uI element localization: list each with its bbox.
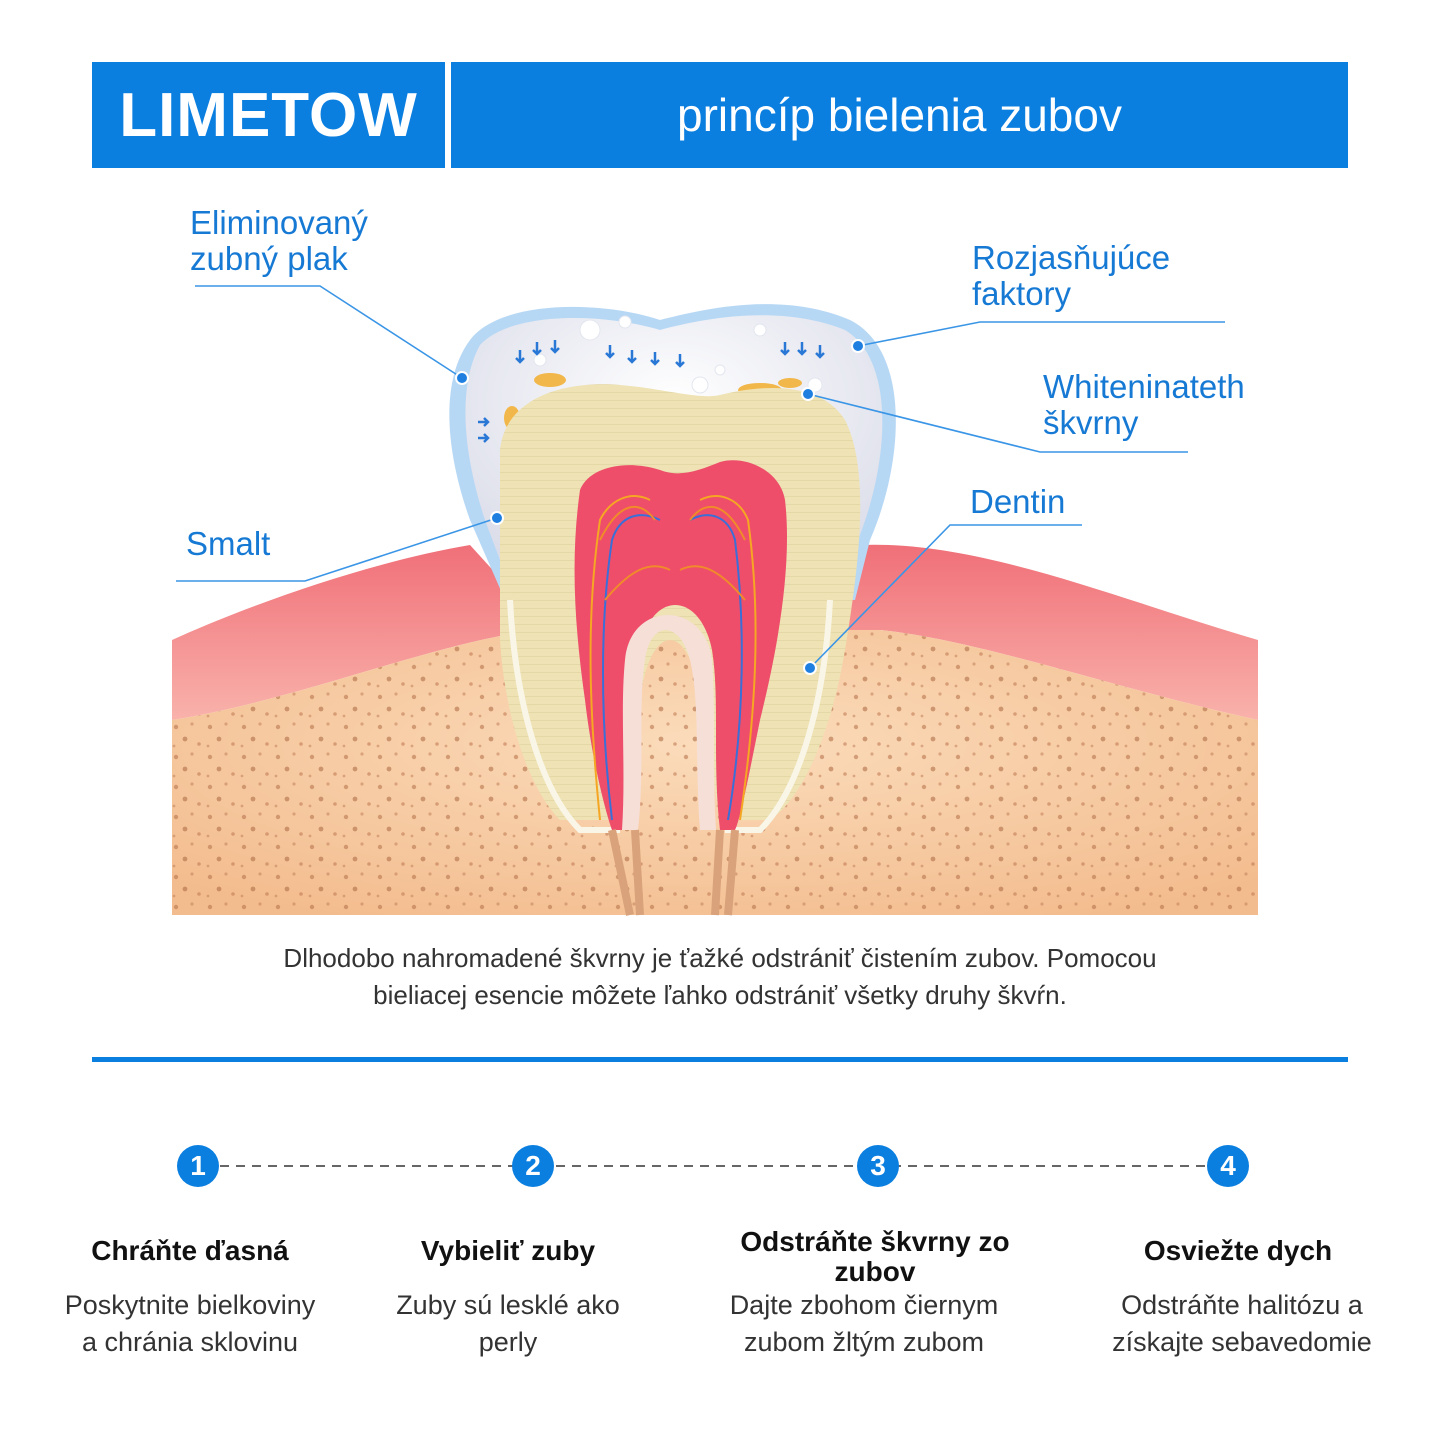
step-4-title: Osviežte dych xyxy=(1143,1235,1333,1266)
header-banner: LIMETOW princíp bielenia zubov xyxy=(92,62,1348,168)
step-4-desc-line-2: získajte sebavedomie xyxy=(1112,1327,1372,1357)
step-3-badge: 3 xyxy=(857,1145,899,1187)
step-1-desc-line-2: a chránia sklovinu xyxy=(81,1327,299,1357)
callout-lines xyxy=(176,285,1225,669)
root-nerve-exit xyxy=(608,829,739,916)
step-3-desc-line-1: Dajte zbohom čiernym xyxy=(729,1290,999,1320)
label-dentin-text: Dentin xyxy=(970,483,1066,520)
label-brightening-text: Rozjasňujúce faktory xyxy=(972,239,1171,312)
label-plaque: Eliminovaný zubný plak xyxy=(190,205,368,277)
label-brightening: Rozjasňujúce faktory xyxy=(972,240,1170,312)
brand-logo: LIMETOW xyxy=(119,80,418,150)
step-3-desc: Dajte zbohom čiernym zubom žltým zubom xyxy=(684,1287,1044,1361)
step-1-badge: 1 xyxy=(177,1145,219,1187)
brightening-arrows xyxy=(478,340,825,443)
step-2-badge: 2 xyxy=(512,1145,554,1187)
label-enamel-text: Smalt xyxy=(186,525,271,562)
nerve-vessels xyxy=(589,495,757,821)
page-title: princíp bielenia zubov xyxy=(677,89,1122,141)
root-outline xyxy=(507,599,833,833)
section-divider xyxy=(92,1057,1348,1062)
step-1-desc-line-1: Poskytnite bielkoviny xyxy=(64,1290,316,1320)
caption: Dlhodobo nahromadené škvrny je ťažké ods… xyxy=(150,940,1290,1014)
step-1-desc: Poskytnite bielkoviny a chránia sklovinu xyxy=(10,1287,370,1361)
step-4-desc: Odstráňte halitózu a získajte sebavedomi… xyxy=(1062,1287,1422,1361)
step-2-desc-line-2: perly xyxy=(478,1327,538,1357)
label-stains: Whiteninateth škvrny xyxy=(1043,369,1245,441)
callout-dots xyxy=(455,339,865,675)
step-2-title: Vybieliť zuby xyxy=(420,1235,596,1266)
caption-line-1: Dlhodobo nahromadené škvrny je ťažké ods… xyxy=(283,943,1157,973)
label-dentin: Dentin xyxy=(970,484,1065,520)
header-divider xyxy=(445,62,451,168)
label-enamel: Smalt xyxy=(186,526,270,562)
gum-tissue xyxy=(172,544,1258,720)
step-2-desc: Zuby sú lesklé ako perly xyxy=(328,1287,688,1361)
step-4-desc-line-1: Odstráňte halitózu a xyxy=(1121,1290,1363,1320)
caption-line-2: bieliacej esencie môžete ľahko odstrániť… xyxy=(373,980,1067,1010)
label-plaque-text: Eliminovaný zubný plak xyxy=(190,204,368,277)
step-1-title: Chráňte ďasná xyxy=(91,1235,289,1266)
step-3-desc-line-2: zubom žltým zubom xyxy=(743,1327,985,1357)
step-3-title: Odstráňte škvrny zo zubov xyxy=(740,1226,1010,1287)
step-2-desc-line-1: Zuby sú lesklé ako xyxy=(396,1290,620,1320)
label-stains-text: Whiteninateth škvrny xyxy=(1043,368,1245,441)
pulp-inner-canal xyxy=(622,615,716,830)
step-4-badge: 4 xyxy=(1207,1145,1249,1187)
whitening-bubbles xyxy=(499,315,823,456)
